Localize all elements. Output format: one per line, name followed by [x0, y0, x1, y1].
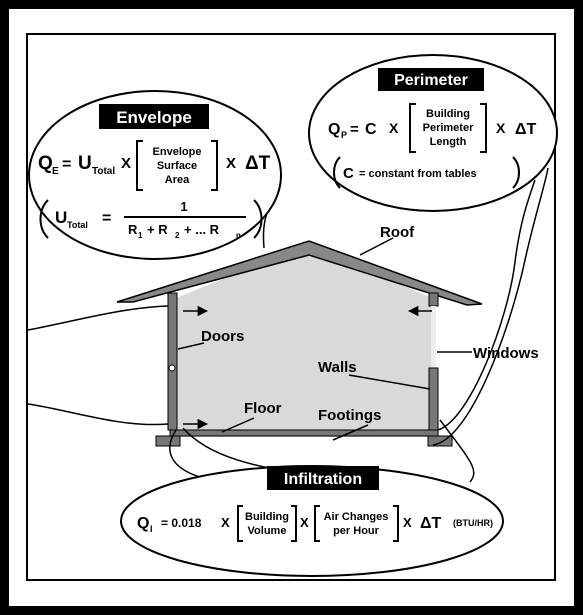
perimeter-times-2: X: [496, 120, 506, 136]
infiltration-ach-bracket-right: [393, 505, 399, 542]
envelope-delta-t: ΔT: [245, 153, 271, 174]
envelope-bracket-right: [211, 140, 218, 191]
right-footing: [427, 435, 453, 447]
doors-leader: [177, 342, 205, 350]
infiltration-volume-bracket-right: [291, 505, 297, 542]
envelope-bracket-line2: Surface: [157, 160, 197, 172]
house: [116, 240, 483, 447]
perimeter-bracket-line1: Building: [426, 108, 470, 120]
envelope-u-sub: Total: [92, 166, 115, 177]
perimeter-bracket-left: [409, 103, 416, 153]
envelope-times-1: X: [121, 155, 131, 172]
right-wall-upper: [428, 292, 439, 307]
envelope-q: Q: [38, 153, 53, 174]
infiltration-times-3: X: [403, 515, 412, 530]
infiltration-coefficient: = 0.018: [161, 516, 202, 530]
envelope-rn: + ... R: [184, 222, 220, 237]
right-wall-lower: [428, 367, 439, 433]
infiltration-volume-line2: Volume: [248, 525, 287, 537]
label-windows: Windows: [473, 345, 539, 362]
perimeter-constant-c: C: [343, 165, 354, 182]
infiltration-bubble: Infiltration Q I = 0.018 X Building Volu…: [120, 465, 504, 577]
envelope-r1-sub: 1: [138, 231, 143, 240]
envelope-bracket-left: [136, 140, 143, 191]
label-doors: Doors: [201, 328, 244, 345]
infiltration-volume-line1: Building: [245, 511, 289, 523]
envelope-equals-2: =: [102, 210, 111, 227]
infiltration-delta-t: ΔT: [420, 515, 442, 532]
envelope-r1: R: [128, 222, 138, 237]
label-roof: Roof: [380, 224, 415, 241]
envelope-title: Envelope: [116, 108, 192, 127]
perimeter-title-box: [378, 68, 484, 91]
envelope-numerator: 1: [180, 199, 187, 214]
label-footings: Footings: [318, 407, 381, 424]
infiltration-volume-bracket-left: [237, 505, 243, 542]
perimeter-paren-right: [512, 156, 520, 189]
envelope-equals: =: [62, 156, 71, 173]
envelope-wall-line: [27, 305, 169, 331]
floor-leader: [221, 417, 255, 433]
infiltration-title: Infiltration: [284, 471, 362, 488]
perimeter-q: Q: [328, 121, 340, 138]
envelope-paren-right: [253, 199, 263, 239]
roof-leader: [359, 237, 394, 256]
envelope-bracket-line1: Envelope: [153, 146, 202, 158]
envelope-r2-sub: 2: [175, 231, 180, 240]
infiltration-times-2: X: [300, 515, 309, 530]
perimeter-constant-text: = constant from tables: [359, 168, 477, 180]
infiltration-ach-bracket-left: [314, 505, 320, 542]
envelope-floor-line: [27, 403, 169, 426]
envelope-times-2: X: [226, 155, 236, 172]
window: [431, 306, 436, 368]
infiltration-q-sub: I: [150, 524, 153, 534]
footings-leader: [332, 424, 369, 441]
floor-slab: [169, 429, 439, 437]
left-footing: [155, 435, 181, 447]
perimeter-bracket-line2: Perimeter: [423, 122, 474, 134]
infiltration-q: Q: [137, 515, 149, 532]
envelope-u-total: U: [55, 208, 67, 227]
perimeter-bracket-right: [480, 103, 487, 153]
perimeter-times-1: X: [389, 120, 399, 136]
label-walls: Walls: [318, 359, 357, 376]
walls-leader: [348, 374, 431, 390]
perimeter-paren-left: [333, 156, 341, 189]
label-floor: Floor: [244, 400, 282, 417]
perimeter-q-sub: P: [341, 130, 347, 140]
envelope-u: U: [78, 153, 92, 174]
envelope-u-total-sub: Total: [67, 220, 88, 230]
infiltration-line-right: [439, 419, 475, 483]
envelope-bracket-line3: Area: [165, 174, 190, 186]
inner-border: [26, 33, 556, 581]
perimeter-title: Perimeter: [394, 72, 468, 89]
perimeter-bracket-line3: Length: [430, 136, 467, 148]
infiltration-times-1: X: [221, 515, 230, 530]
perimeter-ellipse: [308, 54, 558, 212]
envelope-r2: + R: [147, 222, 168, 237]
house-interior: [176, 245, 432, 437]
left-wall: [167, 292, 178, 431]
roof: [116, 240, 483, 306]
infiltration-ach-line2: per Hour: [333, 525, 380, 537]
door-mark: [168, 364, 176, 372]
envelope-bubble: Envelope Q E = U Total X Envelope Surfac…: [28, 90, 282, 260]
perimeter-line-inner: [437, 179, 536, 431]
infiltration-units: (BTU/HR): [453, 518, 493, 528]
envelope-paren-left: [39, 199, 49, 239]
infiltration-ach-line1: Air Changes: [324, 511, 389, 523]
envelope-title-box: [99, 104, 209, 129]
perimeter-equals: =: [350, 121, 359, 138]
envelope-q-sub: E: [52, 166, 59, 177]
perimeter-c: C: [365, 121, 377, 138]
perimeter-delta-t: ΔT: [515, 121, 537, 138]
perimeter-line-outer: [432, 167, 549, 446]
perimeter-bubble: Perimeter Q P = C X Building Perimeter L…: [308, 54, 558, 212]
envelope-rn-sub: n: [236, 231, 241, 240]
infiltration-title-box: [267, 466, 379, 490]
